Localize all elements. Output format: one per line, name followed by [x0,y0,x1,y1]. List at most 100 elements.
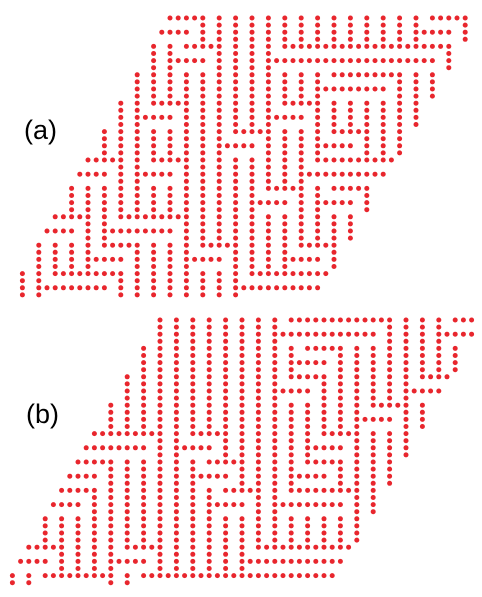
lattice-dot [315,129,321,135]
lattice-dot [134,150,140,156]
lattice-dot [198,473,204,479]
lattice-dot [249,285,255,291]
lattice-dot [315,171,321,177]
lattice-dot [198,431,204,437]
lattice-dot [429,29,435,35]
lattice-dot [321,473,327,479]
lattice-dot [200,193,206,198]
lattice-dot [296,473,302,479]
lattice-dot [403,331,409,337]
lattice-dot [157,523,163,529]
lattice-dot [462,29,468,35]
lattice-dot [313,558,319,564]
lattice-dot [387,459,393,465]
lattice-dot [26,573,32,579]
lattice-dot [134,171,140,177]
lattice-dot [173,551,179,557]
lattice-dot [331,249,337,255]
lattice-dot [387,431,393,437]
panel-b-label: (b) [26,399,59,429]
lattice-dot [118,207,124,213]
lattice-dot [429,43,435,49]
lattice-dot [108,424,114,429]
lattice-dot [134,157,140,163]
lattice-dot [83,445,89,451]
lattice-dot [216,271,222,277]
lattice-dot [175,15,181,21]
lattice-dot [167,86,173,92]
lattice-dot [403,353,409,358]
lattice-dot [354,374,360,380]
lattice-dot [52,285,58,291]
lattice-dot [101,214,107,220]
lattice-dot [364,185,370,191]
lattice-dot [372,58,378,64]
lattice-dot [346,544,352,550]
lattice-dot [124,445,130,451]
lattice-dot [265,214,271,220]
lattice-dot [216,58,222,64]
lattice-dot [108,580,114,586]
lattice-dot [157,473,163,479]
panel-a-label: (a) [24,115,57,145]
lattice-dot [239,480,245,486]
lattice-dot [233,193,239,198]
lattice-dot [167,58,173,64]
lattice-dot [280,573,286,579]
lattice-dot [239,431,245,437]
lattice-dot [255,452,261,458]
lattice-dot [239,445,245,451]
lattice-dot [321,424,327,429]
lattice-dot [403,360,409,366]
lattice-dot [75,544,81,550]
lattice-dot [282,15,288,21]
lattice-dot [101,271,107,277]
lattice-dot [282,29,288,35]
lattice-dot [223,530,229,536]
lattice-dot [339,86,345,92]
lattice-dot [247,558,253,564]
lattice-dot [173,338,179,344]
lattice-dot [216,107,222,113]
lattice-dot [321,331,327,337]
lattice-dot [134,242,140,248]
lattice-dot [233,157,239,163]
lattice-dot [413,86,419,92]
lattice-dot [255,473,261,479]
lattice-dot [329,445,335,451]
lattice-dot [354,395,360,401]
lattice-dot [255,416,261,422]
lattice-dot [206,509,212,515]
lattice-dot [173,473,179,479]
lattice-dot [151,285,157,291]
lattice-dot [200,79,206,85]
lattice-dot [183,278,189,284]
lattice-dot [75,537,81,543]
lattice-dot [337,360,343,366]
lattice-dot [354,317,360,323]
lattice-dot [296,388,302,394]
lattice-dot [85,157,91,163]
lattice-dot [52,264,58,269]
lattice-dot [141,360,147,366]
lattice-dot [419,402,425,408]
lattice-dot [100,431,106,437]
lattice-dot [200,93,206,99]
lattice-dot [436,360,442,366]
lattice-dot [354,445,360,451]
lattice-dot [265,122,271,127]
lattice-dot [298,58,304,64]
lattice-dot [101,129,107,135]
lattice-dot [265,129,271,135]
lattice-dot [167,264,173,269]
lattice-dot [264,544,270,550]
lattice-dot [255,388,261,394]
lattice-dot [264,573,270,579]
lattice-dot [241,129,247,135]
lattice-dot [397,79,403,85]
lattice-dot [157,331,163,337]
lattice-dot [306,58,312,64]
lattice-dot [200,178,206,184]
lattice-dot [331,200,337,206]
lattice-dot [321,523,327,529]
